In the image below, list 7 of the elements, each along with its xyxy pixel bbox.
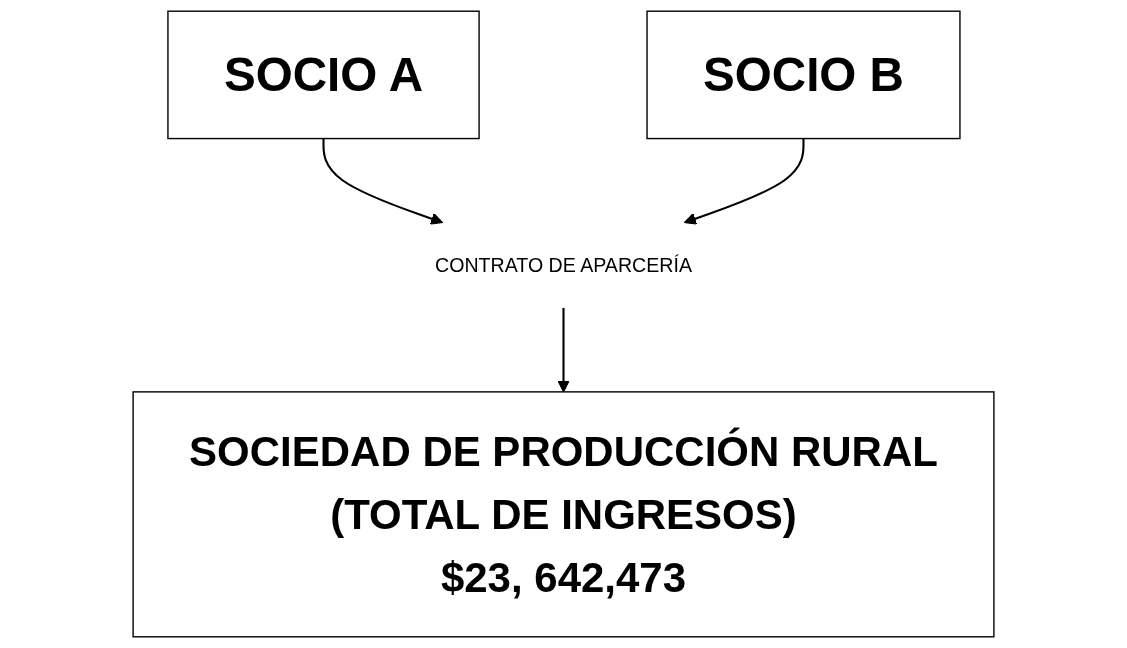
arrow	[322, 138, 444, 225]
node-box: SOCIO B	[646, 10, 961, 140]
node-text: CONTRATO DE APARCERÍA	[435, 253, 692, 276]
node-box: SOCIO A	[167, 10, 480, 140]
arrow	[683, 138, 805, 225]
node-box: SOCIEDAD DE PRODUCCIÓN RURAL (TOTAL DE INGRESOS) $23, 642,473	[132, 391, 995, 638]
arrow	[557, 307, 570, 393]
